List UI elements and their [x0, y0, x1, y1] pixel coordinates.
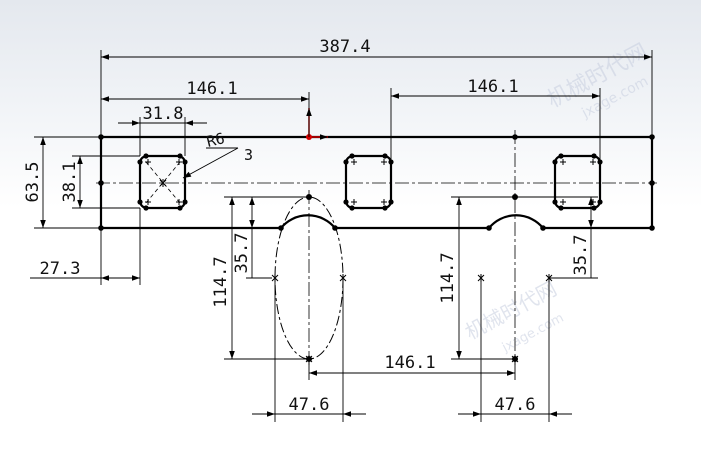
dim-left-slot-offset[interactable]: 146.1 [186, 79, 237, 99]
count-note[interactable]: 3 [244, 146, 253, 164]
dim-height-total[interactable]: 63.5 [23, 162, 43, 203]
right-square-slot[interactable] [553, 154, 602, 210]
dim-height-inner[interactable]: 38.1 [60, 162, 80, 203]
dim-right-slot-offset[interactable]: 146.1 [467, 77, 518, 97]
dim-left-depth-long[interactable]: 114.7 [211, 256, 231, 307]
dim-left-ellipse-width[interactable]: 47.6 [289, 395, 330, 415]
dimension-labels[interactable]: 387.4 146.1 146.1 31.8 63.5 38.1 27.3 35… [23, 37, 591, 415]
middle-square-slot[interactable] [344, 154, 393, 210]
radius-note[interactable]: R6 [205, 129, 227, 151]
square-slots[interactable] [138, 154, 602, 210]
dim-bottom-center-offset[interactable]: 146.1 [384, 353, 435, 373]
left-square-slot[interactable] [138, 154, 187, 210]
construction-diagonals [145, 161, 181, 204]
part-outline[interactable] [99, 135, 654, 230]
dim-left-edge-offset[interactable]: 27.3 [40, 259, 81, 279]
dim-right-ellipse-width[interactable]: 47.6 [495, 395, 536, 415]
endpoint-markers[interactable] [159, 179, 553, 363]
dim-square-width[interactable]: 31.8 [143, 104, 184, 124]
centerlines [96, 130, 657, 365]
plate-profile[interactable] [99, 135, 654, 230]
dimension-geometry [30, 50, 653, 422]
arc-center-markers [145, 159, 596, 205]
dim-overall-length[interactable]: 387.4 [319, 37, 370, 57]
dim-right-depth-long[interactable]: 114.7 [438, 252, 458, 303]
dim-left-depth-short[interactable]: 35.7 [232, 233, 252, 274]
dim-right-depth-short[interactable]: 35.7 [571, 235, 591, 276]
